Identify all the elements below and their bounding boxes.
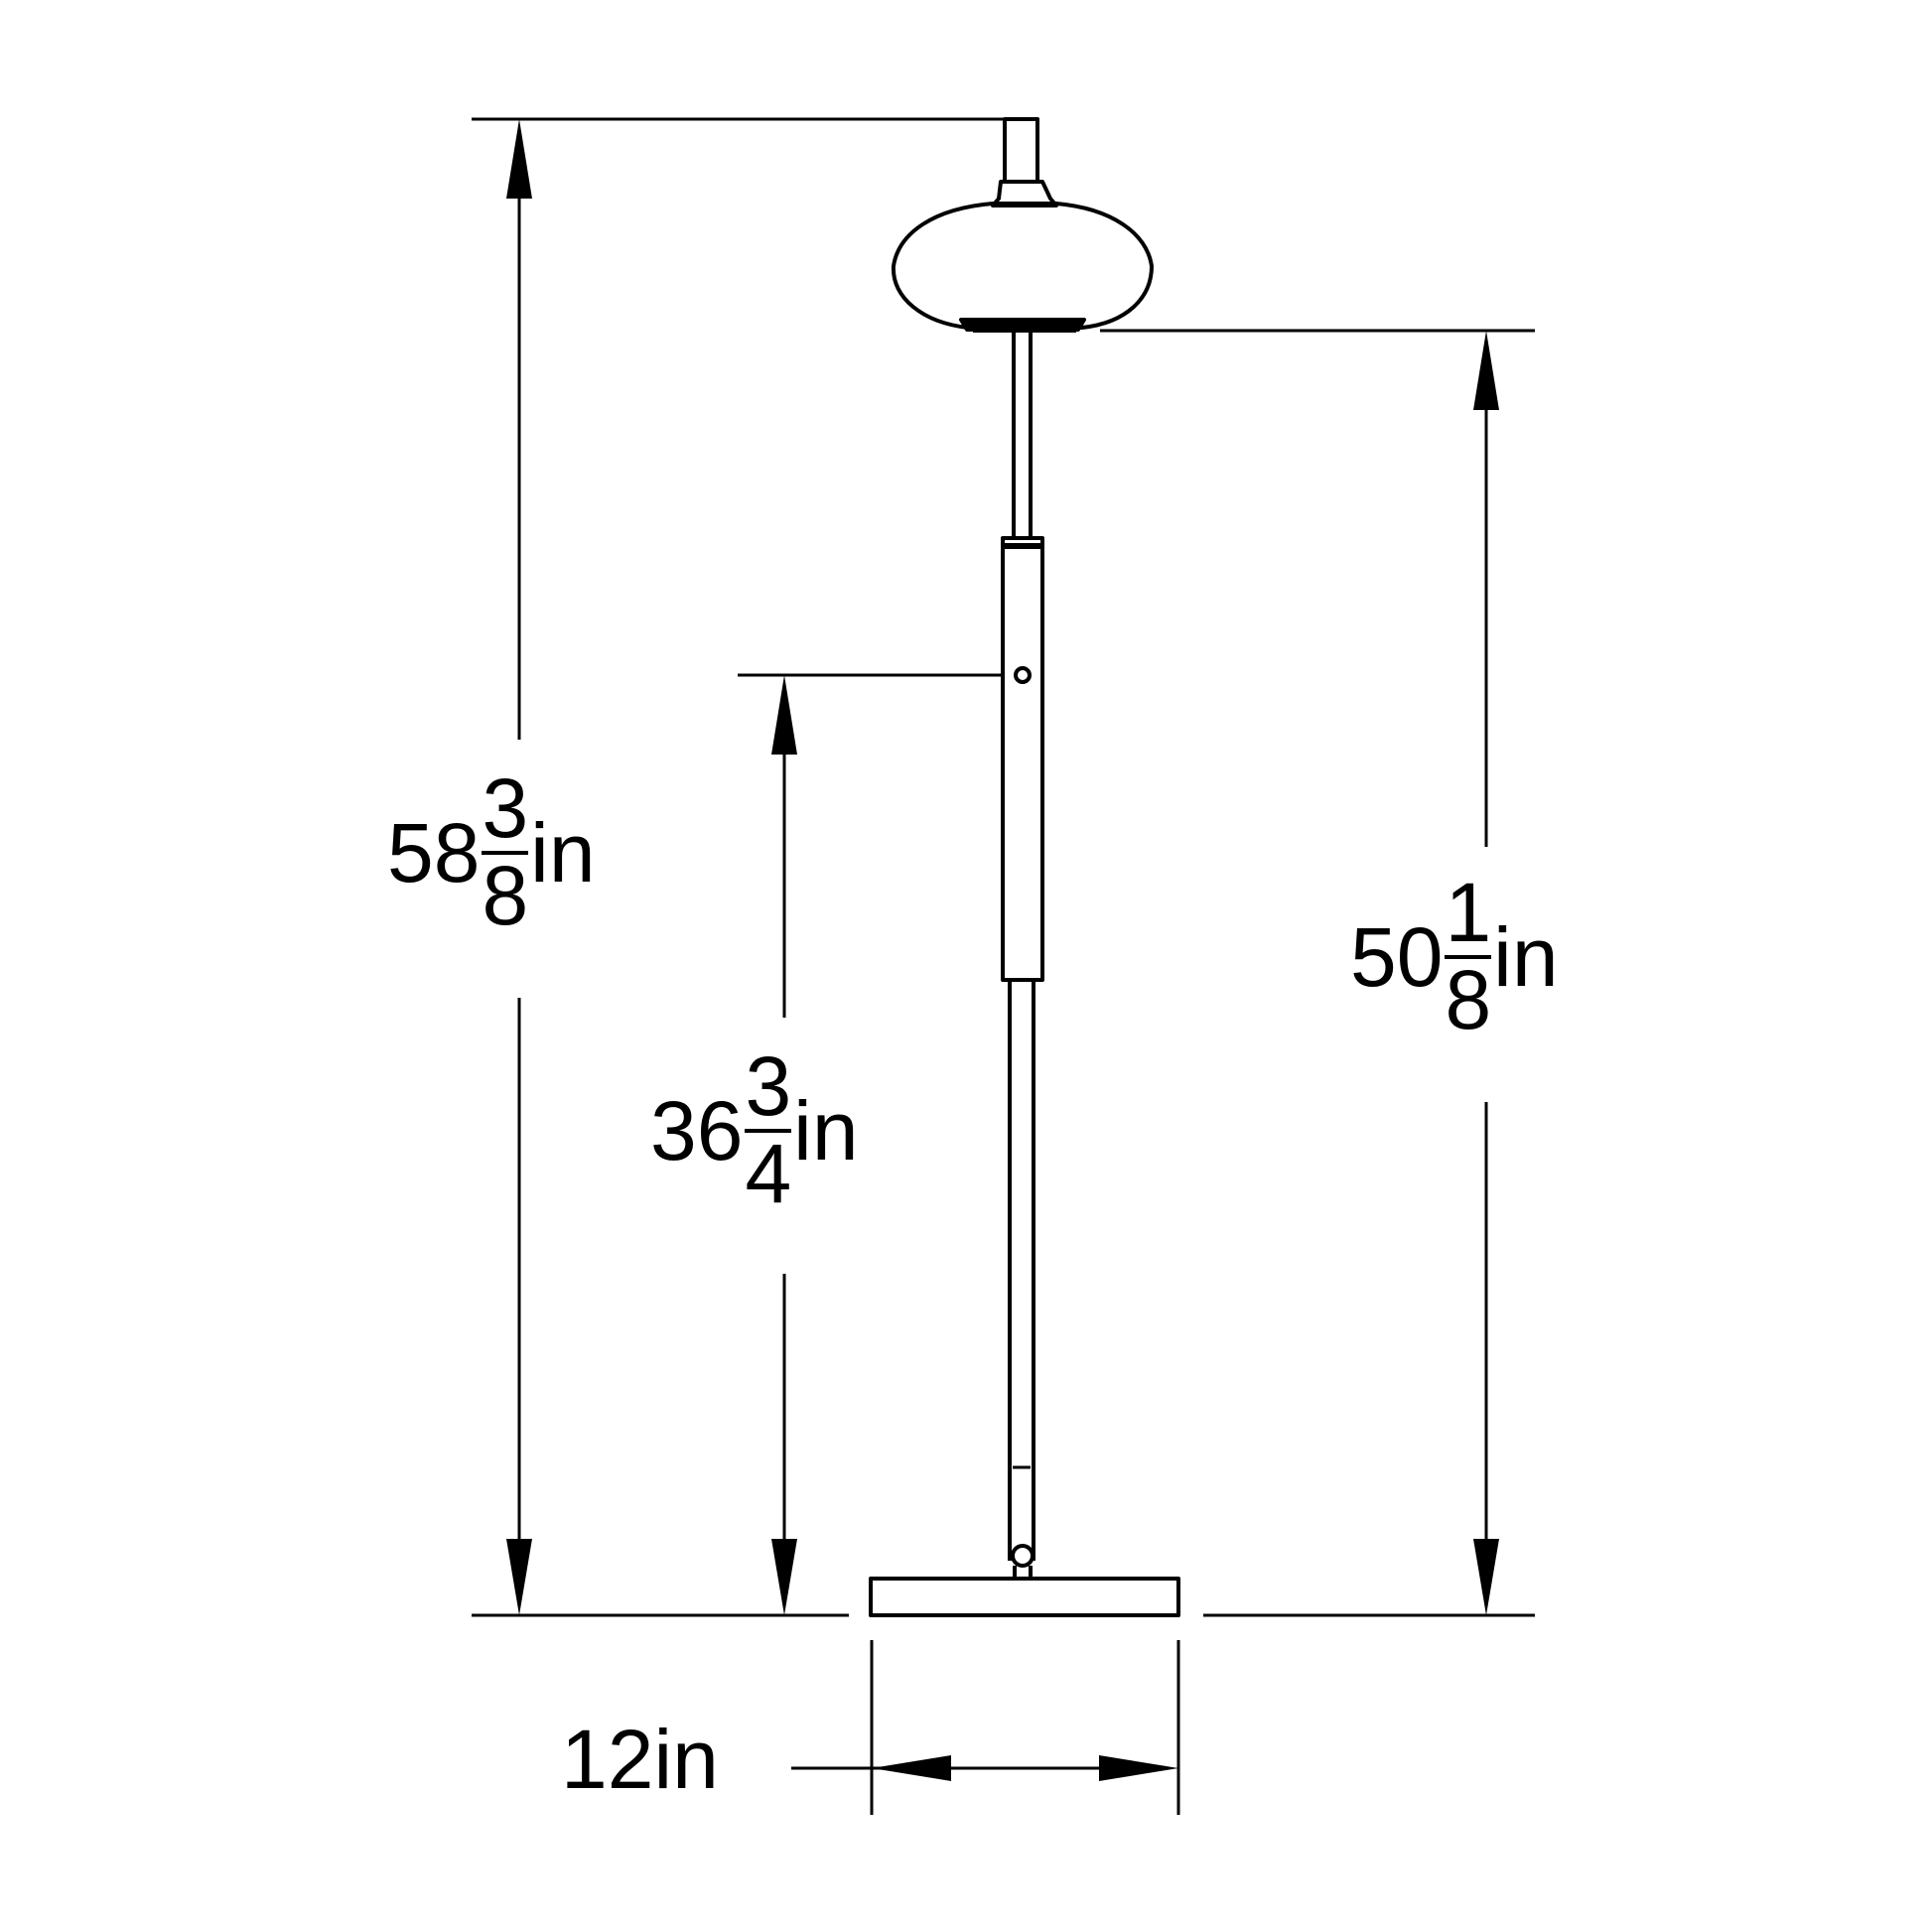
arrowhead-switch-top <box>771 675 797 755</box>
globe-shade <box>891 202 1154 330</box>
switch-height-unit: in <box>793 1083 859 1177</box>
switch-knob <box>1014 666 1032 684</box>
arrowhead-base-left <box>872 1755 951 1781</box>
arrowhead-overall-bottom <box>506 1539 532 1615</box>
shade-height-unit: in <box>1493 909 1559 1004</box>
base-width-value: 12 <box>561 1713 654 1806</box>
switch-housing <box>1001 536 1044 982</box>
shade-bottom-ring <box>959 318 1086 332</box>
fraction-bar <box>1445 954 1492 959</box>
arrowhead-shade-top <box>1473 331 1499 410</box>
base-pivot <box>1011 1544 1035 1568</box>
arrowhead-shade-bottom <box>1473 1539 1499 1615</box>
switch-height-whole: 36 <box>650 1083 744 1177</box>
base-width-label: 12in <box>561 1718 719 1801</box>
fraction-bar <box>745 1128 792 1133</box>
overall-height-whole: 58 <box>387 805 481 899</box>
fraction-bar <box>482 850 529 855</box>
finial <box>1003 117 1039 184</box>
overall-height-unit: in <box>530 805 596 899</box>
shade-height-whole: 50 <box>1350 909 1444 1004</box>
arrowhead-base-right <box>1099 1755 1178 1781</box>
base-width-unit: in <box>653 1713 719 1806</box>
base-plate <box>869 1577 1180 1617</box>
arrowhead-switch-bottom <box>771 1539 797 1615</box>
arrowhead-overall-top <box>506 119 532 199</box>
